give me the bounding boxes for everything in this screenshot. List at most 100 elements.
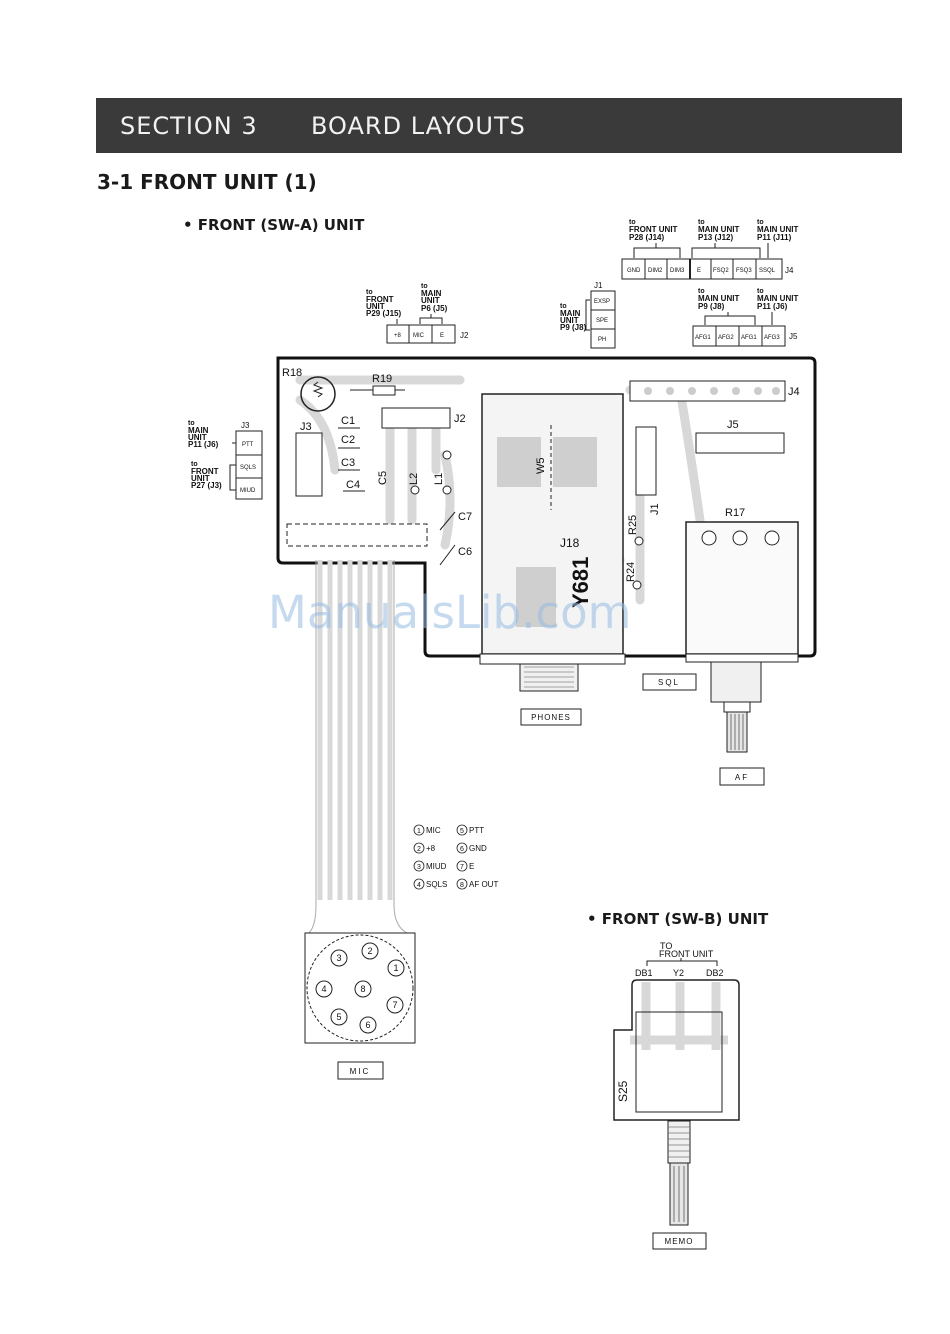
- svg-text:DIM3: DIM3: [670, 268, 685, 274]
- svg-text:+8: +8: [426, 844, 436, 853]
- svg-text:P11 (J11): P11 (J11): [757, 233, 792, 242]
- svg-text:J5: J5: [727, 419, 739, 431]
- connector-j2: to FRONT UNIT P29 (J15) to MAIN UNIT P6 …: [366, 283, 469, 344]
- svg-text:MAIN UNIT: MAIN UNIT: [698, 294, 739, 303]
- svg-text:1: 1: [393, 963, 398, 973]
- connector-j3: J3 to MAIN UNIT P11 (J6) to FRONT UNIT P…: [188, 420, 263, 500]
- section-number: SECTION 3: [120, 112, 258, 140]
- svg-text:GND: GND: [469, 844, 487, 853]
- svg-text:J1: J1: [594, 281, 603, 290]
- svg-text:AFG1: AFG1: [741, 335, 757, 341]
- section-title: BOARD LAYOUTS: [311, 112, 526, 140]
- svg-text:MAIN: MAIN: [188, 426, 209, 435]
- svg-text:MIC: MIC: [426, 826, 441, 835]
- svg-text:to: to: [698, 288, 705, 295]
- svg-text:DB2: DB2: [706, 968, 724, 978]
- svg-text:SQL: SQL: [658, 678, 680, 687]
- svg-text:to: to: [188, 420, 195, 427]
- mic-pin-legend: 1 2 3 4 5 6 7 8 MIC +8 MIUD SQLS PTT GND…: [413, 824, 498, 890]
- svg-text:P27 (J3): P27 (J3): [191, 481, 222, 490]
- svg-text:FSQ3: FSQ3: [736, 268, 752, 274]
- svg-text:GND: GND: [627, 268, 641, 274]
- svg-text:MIC: MIC: [350, 1067, 371, 1076]
- svg-text:P28 (J14): P28 (J14): [629, 233, 664, 242]
- svg-text:SQLS: SQLS: [426, 880, 447, 889]
- svg-text:C7: C7: [458, 511, 472, 523]
- svg-text:E: E: [469, 862, 474, 871]
- page-subheading: 3-1 FRONT UNIT (1): [97, 170, 317, 194]
- svg-text:AFG1: AFG1: [695, 335, 711, 341]
- svg-text:MEMO: MEMO: [665, 1237, 694, 1246]
- svg-text:C1: C1: [341, 415, 355, 427]
- svg-text:J4: J4: [788, 386, 800, 398]
- svg-text:MAIN: MAIN: [560, 309, 581, 318]
- svg-text:4: 4: [417, 882, 421, 889]
- svg-text:MAIN UNIT: MAIN UNIT: [757, 294, 798, 303]
- unit-b-title: • FRONT (SW-B) UNIT: [587, 910, 769, 928]
- svg-text:J3: J3: [300, 421, 312, 433]
- svg-text:SQLS: SQLS: [240, 465, 256, 471]
- watermark: ManualsLib.com: [268, 586, 632, 639]
- svg-text:PHONES: PHONES: [531, 713, 571, 722]
- svg-text:R19: R19: [372, 373, 392, 385]
- memo-label-box: MEMO: [652, 1232, 707, 1250]
- phones-label-box: PHONES: [520, 708, 582, 726]
- svg-text:MIUD: MIUD: [426, 862, 447, 871]
- svg-text:J1: J1: [649, 503, 661, 515]
- svg-text:C4: C4: [346, 479, 360, 491]
- svg-text:C2: C2: [341, 434, 355, 446]
- svg-text:to: to: [560, 303, 567, 310]
- svg-text:E: E: [697, 268, 701, 274]
- sql-label-box: SQL: [642, 673, 697, 691]
- svg-text:S25: S25: [616, 1080, 630, 1102]
- svg-text:C6: C6: [458, 546, 472, 558]
- svg-text:J3: J3: [241, 421, 250, 430]
- svg-text:L2: L2: [408, 473, 420, 485]
- svg-text:7: 7: [460, 864, 464, 871]
- svg-text:7: 7: [392, 1000, 397, 1010]
- af-label-box: AF: [719, 767, 765, 786]
- svg-text:Y2: Y2: [673, 968, 684, 978]
- svg-text:UNIT: UNIT: [366, 302, 385, 311]
- svg-text:UNIT: UNIT: [191, 474, 210, 483]
- svg-text:R24: R24: [625, 562, 637, 582]
- svg-text:UNIT: UNIT: [560, 316, 579, 325]
- svg-text:J2: J2: [460, 331, 469, 340]
- connector-j5: to MAIN UNIT P9 (J8) to MAIN UNIT P11 (J…: [692, 288, 798, 347]
- svg-text:DB1: DB1: [635, 968, 653, 978]
- svg-text:to: to: [421, 283, 428, 290]
- svg-text:R25: R25: [627, 515, 639, 535]
- svg-text:PH: PH: [598, 337, 606, 343]
- svg-text:MAIN UNIT: MAIN UNIT: [698, 225, 739, 234]
- svg-text:P13 (J12): P13 (J12): [698, 233, 733, 242]
- svg-text:8: 8: [460, 882, 464, 889]
- svg-text:6: 6: [365, 1020, 370, 1030]
- svg-text:L1: L1: [433, 473, 445, 485]
- svg-text:P9 (J8): P9 (J8): [560, 323, 587, 332]
- mic-label-box: MIC: [337, 1061, 384, 1080]
- svg-text:FRONT UNIT: FRONT UNIT: [629, 225, 678, 234]
- svg-text:2: 2: [367, 946, 372, 956]
- svg-text:1: 1: [417, 828, 421, 835]
- memo-switch-shaft: [667, 1120, 691, 1226]
- svg-text:PTT: PTT: [242, 442, 254, 448]
- svg-text:to: to: [191, 461, 198, 468]
- section-banner: SECTION 3 BOARD LAYOUTS: [96, 98, 902, 153]
- svg-text:W5: W5: [535, 458, 547, 475]
- svg-text:J4: J4: [785, 266, 794, 275]
- svg-text:P29 (J15): P29 (J15): [366, 309, 401, 318]
- svg-text:MAIN UNIT: MAIN UNIT: [757, 225, 798, 234]
- svg-text:3: 3: [417, 864, 421, 871]
- svg-text:P11 (J6): P11 (J6): [757, 302, 788, 311]
- svg-text:6: 6: [460, 846, 464, 853]
- svg-text:FRONT: FRONT: [191, 467, 219, 476]
- svg-text:to: to: [757, 288, 764, 295]
- phones-jack: [479, 653, 626, 692]
- svg-text:AF OUT: AF OUT: [469, 880, 498, 889]
- svg-text:UNIT: UNIT: [188, 433, 207, 442]
- svg-text:P6 (J5): P6 (J5): [421, 304, 448, 313]
- svg-text:PTT: PTT: [469, 826, 484, 835]
- svg-text:5: 5: [336, 1012, 341, 1022]
- svg-text:AF: AF: [735, 773, 749, 782]
